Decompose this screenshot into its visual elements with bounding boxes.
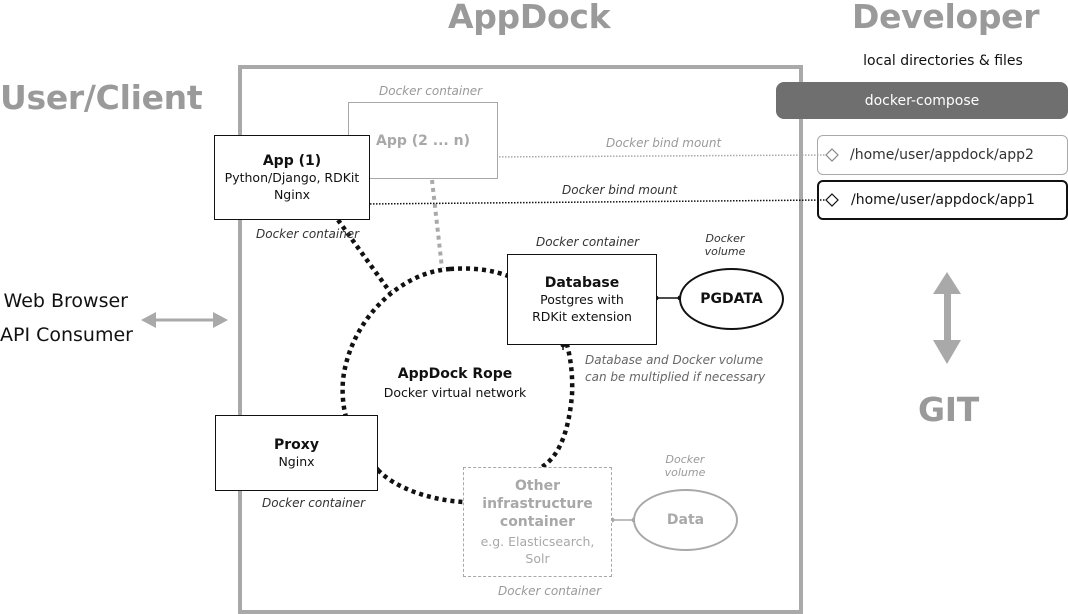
app1-rope-link bbox=[336, 218, 392, 294]
database-line1: Postgres with bbox=[540, 291, 624, 307]
rope-right-arc bbox=[449, 266, 575, 470]
client-api-consumer: API Consumer bbox=[0, 324, 133, 346]
proxy-container-note: Docker container bbox=[262, 496, 366, 510]
rope-subtitle: Docker virtual network bbox=[383, 385, 527, 400]
database-title: Database bbox=[544, 274, 620, 291]
other-infra-box: Other infrastructure container e.g. Elas… bbox=[463, 467, 612, 577]
git-label: GIT bbox=[918, 390, 979, 429]
client-web-browser: Web Browser bbox=[3, 290, 128, 312]
bind-mount-app1-line bbox=[363, 199, 827, 205]
db-container-note: Docker container bbox=[536, 235, 640, 249]
bind-mount-app1-note: Docker bind mount bbox=[562, 183, 678, 197]
rope-bottom-arc bbox=[376, 468, 464, 505]
database-line2: RDKit extension bbox=[532, 308, 632, 324]
appdock-section-title: AppDock bbox=[448, 0, 611, 36]
client-arrow-left-head bbox=[141, 312, 156, 328]
multiply-note: Database and Docker volume can be multip… bbox=[585, 353, 766, 384]
app2-container-note: Docker container bbox=[379, 84, 483, 98]
bind-mount-app2-note: Docker bind mount bbox=[606, 136, 722, 150]
appdock-frame bbox=[238, 65, 803, 614]
rope-title: AppDock Rope bbox=[397, 366, 513, 382]
docker-compose-bar: docker-compose bbox=[776, 82, 1068, 119]
path-app2-text: /home/user/appdock/app2 bbox=[850, 147, 1034, 163]
app1-container-note: Docker container bbox=[256, 227, 360, 241]
app2-box: App (2 ... n) bbox=[348, 102, 498, 179]
developer-section-title: Developer bbox=[852, 0, 1040, 36]
app1-box: App (1) Python/Django, RDKit Nginx bbox=[214, 135, 370, 220]
proxy-line1: Nginx bbox=[278, 453, 315, 469]
database-box: Database Postgres with RDKit extension bbox=[507, 254, 657, 345]
client-arrow-right-head bbox=[213, 312, 228, 328]
other-infra-title: Other infrastructure container bbox=[482, 478, 593, 530]
path-app2-diamond bbox=[825, 148, 839, 162]
other-container-note: Docker container bbox=[498, 584, 602, 598]
path-app1: /home/user/appdock/app1 bbox=[817, 180, 1068, 220]
app1-line1: Python/Django, RDKit bbox=[224, 169, 360, 185]
local-directories-label: local directories & files bbox=[863, 53, 1023, 69]
data-volume: Data bbox=[633, 489, 738, 551]
other-infra-line1: e.g. Elasticsearch, Solr bbox=[480, 534, 595, 566]
app1-title: App (1) bbox=[262, 152, 322, 169]
app2-rope-link bbox=[430, 179, 444, 269]
git-arrow-shaft bbox=[944, 290, 951, 340]
path-app2: /home/user/appdock/app2 bbox=[817, 135, 1068, 175]
proxy-title: Proxy bbox=[274, 436, 319, 453]
pgdata-volume: PGDATA bbox=[679, 268, 784, 330]
pgdata-volume-note: Docker volume bbox=[704, 232, 746, 258]
proxy-box: Proxy Nginx bbox=[215, 415, 378, 491]
path-app1-text: /home/user/appdock/app1 bbox=[851, 192, 1035, 208]
path-app1-diamond bbox=[825, 193, 839, 207]
app1-line2: Nginx bbox=[273, 186, 311, 202]
bind-mount-app2-line bbox=[483, 154, 827, 158]
client-section-title: User/Client bbox=[0, 78, 203, 117]
git-arrow-up-head bbox=[933, 272, 961, 294]
app2-title: App (2 ... n) bbox=[376, 132, 470, 149]
git-arrow-down-head bbox=[933, 340, 961, 364]
data-volume-note: Docker volume bbox=[664, 453, 706, 479]
